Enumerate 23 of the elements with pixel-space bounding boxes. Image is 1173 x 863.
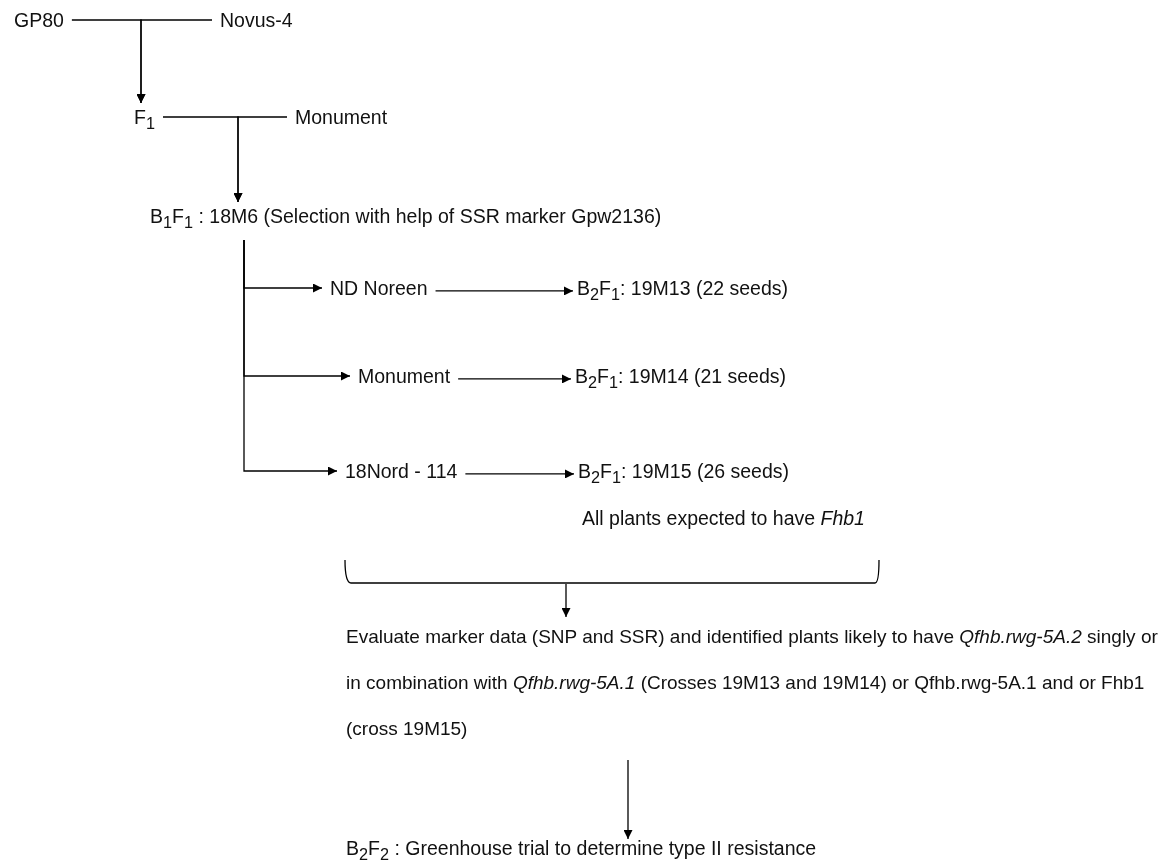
arrow <box>623 759 633 840</box>
generation-label: B$_{1}$F$_{1}$ : 18M6 (Selection with help of SSR marker Gpw2136) <box>150 204 662 234</box>
arrow <box>457 374 572 384</box>
arrow <box>561 583 571 618</box>
parent-line-name: Monument <box>358 364 451 388</box>
arrow <box>464 469 575 479</box>
cross-result-label: B$_{2}$F$_{1}$: 19M15 (26 seeds) <box>578 459 790 489</box>
parent-line-name: ND Noreen <box>330 276 428 300</box>
arrow <box>136 19 213 104</box>
trial-step-label: B$_{2}$F$_{2}$ : Greenhouse trial to determine type II resistance <box>346 836 817 863</box>
arrow <box>243 239 338 476</box>
bracket <box>344 560 880 584</box>
arrow <box>434 286 574 296</box>
parent-line-name: 18Nord - 114 <box>345 459 458 483</box>
evaluation-text: Evaluate marker data (SNP and SSR) and identified plants likely to have Qfhb.rwg-5A.2 singly or in combination with Qfhb.rwg-5A.1 (Crosses 19M13 and 19M14) or Qfhb.rwg-5A.1 and or Fhb1 (cross 19M15) <box>346 614 1161 752</box>
arrow <box>233 116 288 203</box>
generation-label: F$_{1}$ <box>134 105 155 135</box>
cross-result-label: B$_{2}$F$_{1}$: 19M14 (21 seeds) <box>575 364 787 394</box>
cross-result-label: B$_{2}$F$_{1}$: 19M13 (22 seeds) <box>577 276 789 306</box>
parent-line-name: Novus-4 <box>220 8 293 32</box>
parent-line-name: Monument <box>295 105 388 129</box>
parent-line-name: GP80 <box>14 8 64 32</box>
note-text: All plants expected to have Fhb1 <box>582 506 865 530</box>
